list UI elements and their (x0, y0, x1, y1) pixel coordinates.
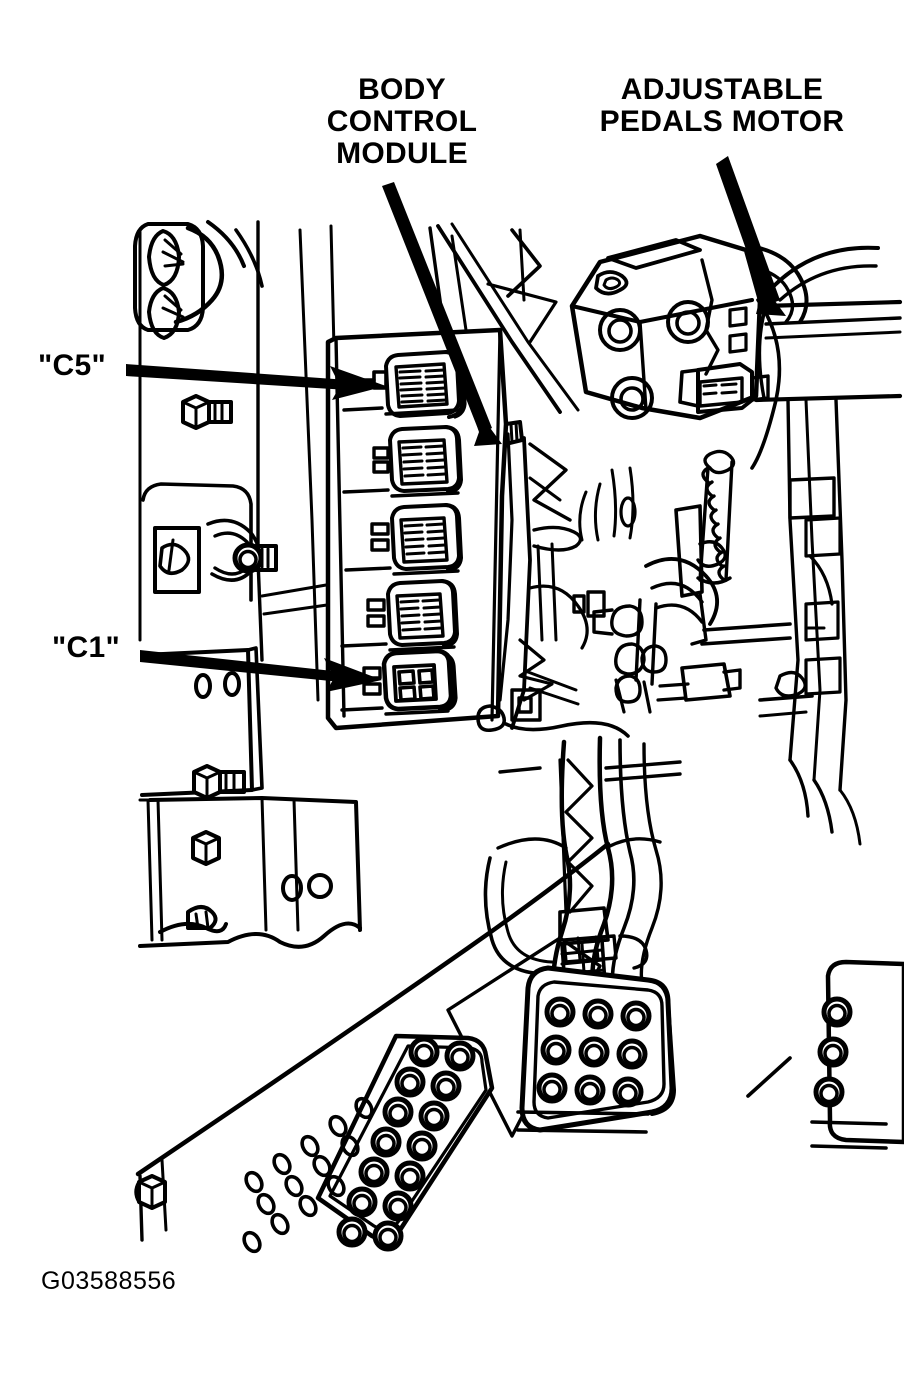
connector-c3 (344, 503, 463, 576)
connector-c2 (340, 579, 459, 652)
bcm-leader-arrowhead (468, 398, 502, 446)
steering-column-shroud (750, 245, 903, 846)
connector-c5 (342, 350, 467, 419)
bcm-housing (325, 327, 524, 733)
body-control-module-label: BODY CONTROL MODULE (326, 73, 478, 170)
diagonal-brace (436, 222, 580, 414)
leader-arrows (126, 156, 786, 692)
wiring-grommet (133, 220, 264, 340)
lower-left-bracket (138, 646, 362, 949)
carpet-texture (242, 1096, 374, 1254)
connector-c4 (342, 425, 463, 498)
center-structure (498, 432, 630, 738)
connector-c1 (340, 648, 458, 716)
bcm-leader-shaft (382, 182, 492, 434)
c5-leader-shaft (126, 364, 348, 390)
brake-pedal (516, 934, 676, 1134)
apm-leader-arrowhead (748, 264, 786, 316)
return-spring-and-linkage (578, 449, 792, 714)
c5-leader-arrowhead (330, 366, 386, 400)
apm-leader-shaft (716, 156, 780, 306)
callout-c1-label: "C1" (52, 631, 120, 664)
hex-bolt-mid-left (181, 394, 233, 430)
accelerator-pedal (746, 959, 904, 1150)
dead-pedal-footrest (134, 1033, 495, 1254)
adjustable-pedals-motor-label: ADJUSTABLE PEDALS MOTOR (599, 73, 845, 138)
callout-c5-label: "C5" (38, 349, 106, 382)
c1-leader-arrowhead (324, 658, 382, 692)
left-inner-bracket (141, 482, 336, 616)
c1-leader-shaft (140, 650, 342, 682)
figure-id-label: G03588556 (41, 1267, 177, 1295)
brake-pedal-studs (539, 999, 649, 1105)
pedal-arms (483, 735, 682, 1007)
